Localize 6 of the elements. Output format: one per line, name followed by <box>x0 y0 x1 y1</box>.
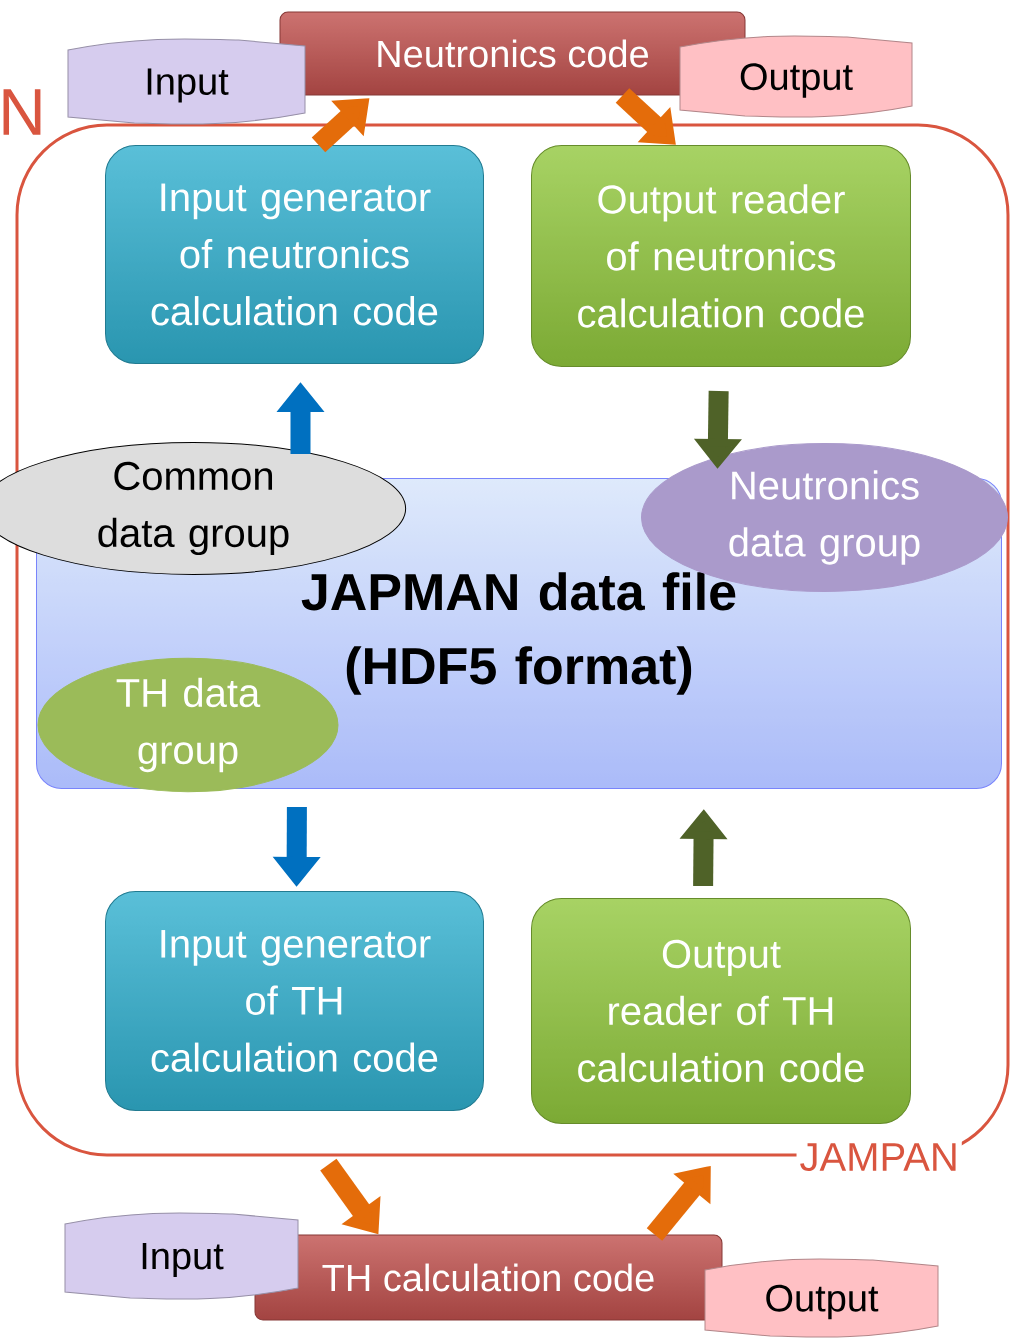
code-box: TH calculation code <box>254 1234 723 1321</box>
block-arrow <box>615 88 676 145</box>
process-box: Output reader of neutronics calculation code <box>531 145 911 367</box>
process-box: Input generator of TH calculation code <box>105 891 484 1111</box>
process-box: Output reader of TH calculation code <box>531 898 911 1124</box>
process-box: Input generator of neutronics calculation code <box>105 145 484 364</box>
